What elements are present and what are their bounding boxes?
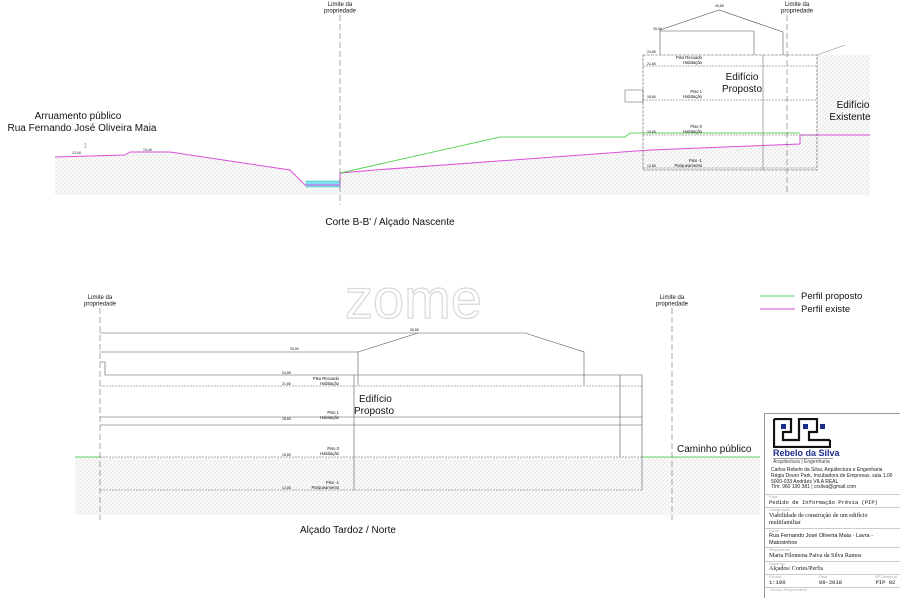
svg-text:18,65: 18,65 xyxy=(647,95,656,99)
brand-subtitle: Arquitectura | Engenharia xyxy=(773,458,833,465)
existing-profile-line xyxy=(54,134,870,186)
section-top-title: Corte B-B' / Alçado Nascente xyxy=(325,217,455,228)
responsible-row: Técnico Responsável xyxy=(765,587,900,594)
svg-text:21,65: 21,65 xyxy=(647,62,656,66)
svg-text:26,65: 26,65 xyxy=(410,328,419,332)
ground-hatch xyxy=(55,135,870,195)
existing-building-hatch xyxy=(817,55,870,135)
address-line: Régia Douro Park, Incubadora de Empresas… xyxy=(771,472,893,479)
address-line: Tlm: 960 100 381 | crsilva@gmail.com xyxy=(771,484,857,491)
svg-text:13,44: 13,44 xyxy=(143,148,152,152)
svg-text:12,65: 12,65 xyxy=(647,164,656,168)
company-logo-icon xyxy=(773,418,831,448)
svg-text:21,65: 21,65 xyxy=(282,382,291,386)
brand-name: Rebelo da Silva xyxy=(773,448,840,458)
address-line: 5000-033 Andrães VILA REAL xyxy=(771,478,839,485)
svg-text:24,65: 24,65 xyxy=(647,50,656,54)
title-block: Rebelo da Silva Arquitectura | Engenhari… xyxy=(764,413,900,598)
ground-hatch-bottom xyxy=(75,457,760,515)
level-marks-top: 26,65 25,00 24,65 21,65 18,65 15,65 12,6… xyxy=(72,4,724,168)
svg-text:24,65: 24,65 xyxy=(282,371,291,375)
watermark: zome xyxy=(345,267,482,330)
company-address: Carlos Rebelo da Silva, Arquitectura e E… xyxy=(771,467,898,491)
path-label: Caminho público xyxy=(677,444,752,455)
legend: Perfil proposto Perfil existe xyxy=(760,291,862,315)
proposed-profile-line xyxy=(339,132,800,174)
svg-text:18,65: 18,65 xyxy=(282,417,291,421)
legend-label-existing: Perfil existe xyxy=(801,304,850,315)
section-bottom-title: Alçado Tardoz / Norte xyxy=(300,525,396,536)
floor-lines-bottom xyxy=(100,385,642,491)
address-line: Carlos Rebelo da Silva, Arquitectura e E… xyxy=(771,467,883,473)
level-marks-bottom: 26,65 25,00 24,65 21,65 18,65 15,65 12,6… xyxy=(282,328,419,490)
balcony xyxy=(624,89,644,103)
water-channel xyxy=(305,180,341,188)
svg-text:25,00: 25,00 xyxy=(290,347,299,351)
svg-text:13,44: 13,44 xyxy=(72,151,81,155)
svg-text:15,65: 15,65 xyxy=(282,453,291,457)
roof-outline xyxy=(659,9,784,55)
building-outline-bottom xyxy=(100,332,643,490)
proposed-building-outline xyxy=(642,54,818,171)
legend-label-proposed: Perfil proposto xyxy=(801,291,862,302)
floor-lines xyxy=(643,65,817,169)
existing-building-roof xyxy=(816,44,846,56)
pin-icon: ⟟ xyxy=(84,143,87,150)
svg-text:12,65: 12,65 xyxy=(282,486,291,490)
svg-text:26,65: 26,65 xyxy=(715,4,724,8)
svg-text:25,00: 25,00 xyxy=(653,27,662,31)
svg-text:15,65: 15,65 xyxy=(647,130,656,134)
